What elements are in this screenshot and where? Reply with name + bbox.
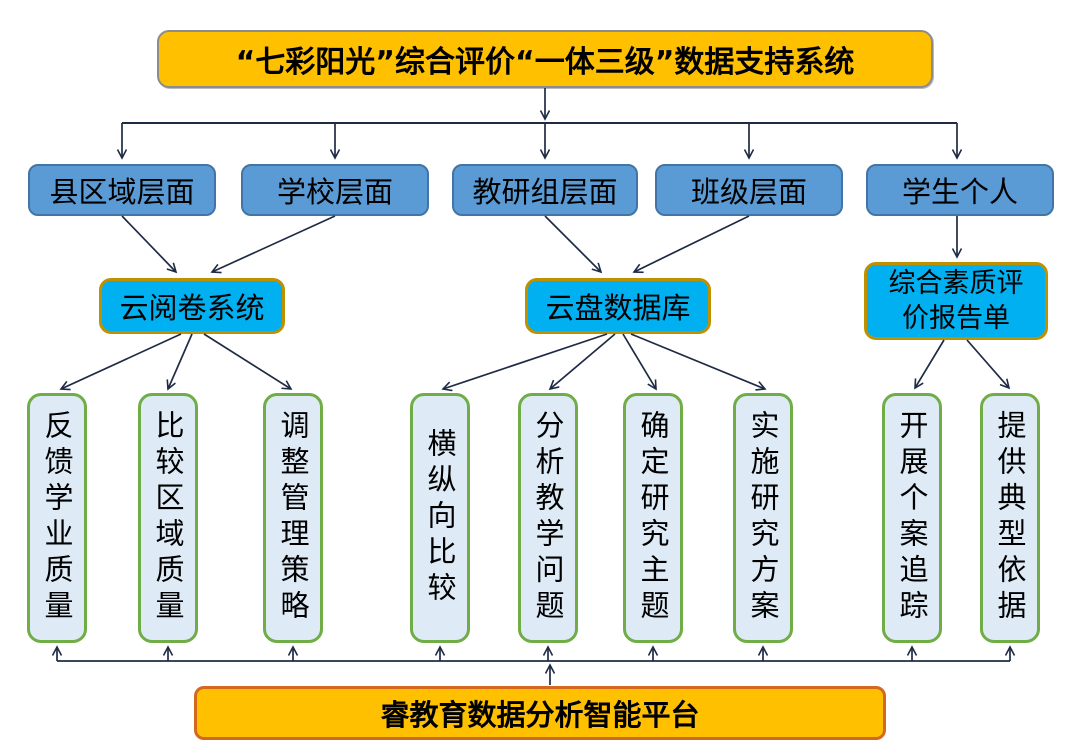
node-implement-research-plan: 实施研究方案 [733, 393, 793, 643]
node-case-tracking: 开展个案追踪 [882, 393, 942, 643]
node-county-district-level: 县区域层面 [28, 164, 216, 216]
vertical-label: 开展个案追踪 [895, 410, 929, 626]
node-individual-student: 学生个人 [866, 164, 1054, 216]
node-cloud-disk-database: 云盘数据库 [525, 278, 711, 334]
node-class-level: 班级层面 [655, 164, 843, 216]
vertical-label: 调整管理策略 [276, 410, 310, 626]
node-horizontal-vertical-comparison: 横纵向比较 [410, 393, 470, 643]
vertical-label: 实施研究方案 [746, 410, 780, 626]
node-adjust-management-strategy: 调整管理策略 [263, 393, 323, 643]
node-school-level: 学校层面 [241, 164, 429, 216]
node-comprehensive-quality-report: 综合素质评价报告单 [864, 262, 1048, 340]
node-cloud-marking-system: 云阅卷系统 [99, 278, 285, 334]
vertical-label: 反馈学业质量 [40, 410, 74, 626]
node-teaching-research-group-level: 教研组层面 [452, 164, 638, 216]
node-analyze-teaching-problems: 分析教学问题 [518, 393, 578, 643]
vertical-label: 横纵向比较 [423, 428, 457, 608]
diagram-title: “七彩阳光”综合评价“一体三级”数据支持系统 [157, 30, 933, 88]
node-provide-typical-evidence: 提供典型依据 [980, 393, 1040, 643]
node-determine-research-topic: 确定研究主题 [623, 393, 683, 643]
node-feedback-academic-quality: 反馈学业质量 [27, 393, 87, 643]
vertical-label: 分析教学问题 [531, 410, 565, 626]
node-compare-regional-quality: 比较区域质量 [138, 393, 198, 643]
vertical-label: 确定研究主题 [636, 410, 670, 626]
vertical-label: 提供典型依据 [993, 410, 1027, 626]
vertical-label: 比较区域质量 [151, 410, 185, 626]
node-smart-platform: 睿教育数据分析智能平台 [194, 686, 886, 740]
